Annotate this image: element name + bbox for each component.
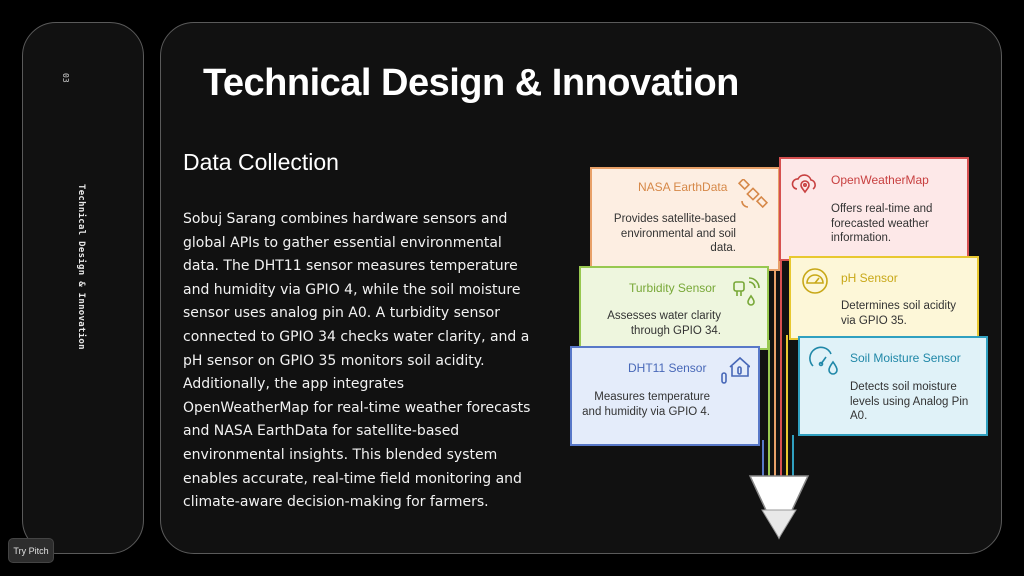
card-desc: Determines soil acidity via GPIO 35. <box>841 300 957 327</box>
section-subtitle: Data Collection <box>183 149 339 175</box>
card-nasa-earthdata: NASA EarthData Provides satellite-based … <box>590 167 780 271</box>
gauge-droplet-icon <box>809 346 838 375</box>
funnel-icon <box>748 475 810 540</box>
card-title: Soil Moisture Sensor <box>850 351 961 365</box>
turbidity-sensor-icon <box>733 277 760 306</box>
card-title: OpenWeatherMap <box>831 173 929 187</box>
ph-meter-icon <box>802 268 828 294</box>
card-desc: Provides satellite-based environmental a… <box>613 213 736 254</box>
body-paragraph: Sobuj Sarang combines hardware sensors a… <box>183 211 531 511</box>
card-desc: Detects soil moisture levels using Analo… <box>850 381 969 422</box>
home-thermometer-icon <box>721 356 750 384</box>
slide-number: 03 <box>61 73 70 83</box>
stripe-owm <box>780 255 782 480</box>
side-panel <box>22 22 144 554</box>
card-ph-sensor: pH Sensor Determines soil acidity via GP… <box>789 256 979 340</box>
stripe-nasa <box>774 240 776 480</box>
card-turbidity-sensor: Turbidity Sensor Assesses water clarity … <box>579 266 769 350</box>
section-title-vertical: Technical Design & Innovation <box>76 184 86 350</box>
card-desc: Offers real-time and forecasted weather … <box>831 203 933 244</box>
card-openweathermap: OpenWeatherMap Offers real-time and fore… <box>779 157 969 261</box>
card-title: NASA EarthData <box>638 180 728 194</box>
stripe-turbidity <box>768 340 770 480</box>
satellite-icon <box>738 179 768 209</box>
card-desc: Measures temperature and humidity via GP… <box>582 391 710 418</box>
card-title: DHT11 Sensor <box>628 361 707 375</box>
card-title: pH Sensor <box>841 271 898 285</box>
stripe-dht11 <box>762 440 764 480</box>
card-dht11-sensor: DHT11 Sensor Measures temperature and hu… <box>570 346 760 446</box>
stripe-soil <box>792 435 794 480</box>
page-title: Technical Design & Innovation <box>203 62 739 104</box>
card-title: Turbidity Sensor <box>629 281 716 295</box>
stripe-ph <box>786 335 788 480</box>
card-desc: Assesses water clarity through GPIO 34. <box>607 310 721 337</box>
cloud-location-icon <box>791 174 816 194</box>
card-soil-moisture-sensor: Soil Moisture Sensor Detects soil moistu… <box>798 336 988 436</box>
try-pitch-button[interactable]: Try Pitch <box>8 538 54 563</box>
